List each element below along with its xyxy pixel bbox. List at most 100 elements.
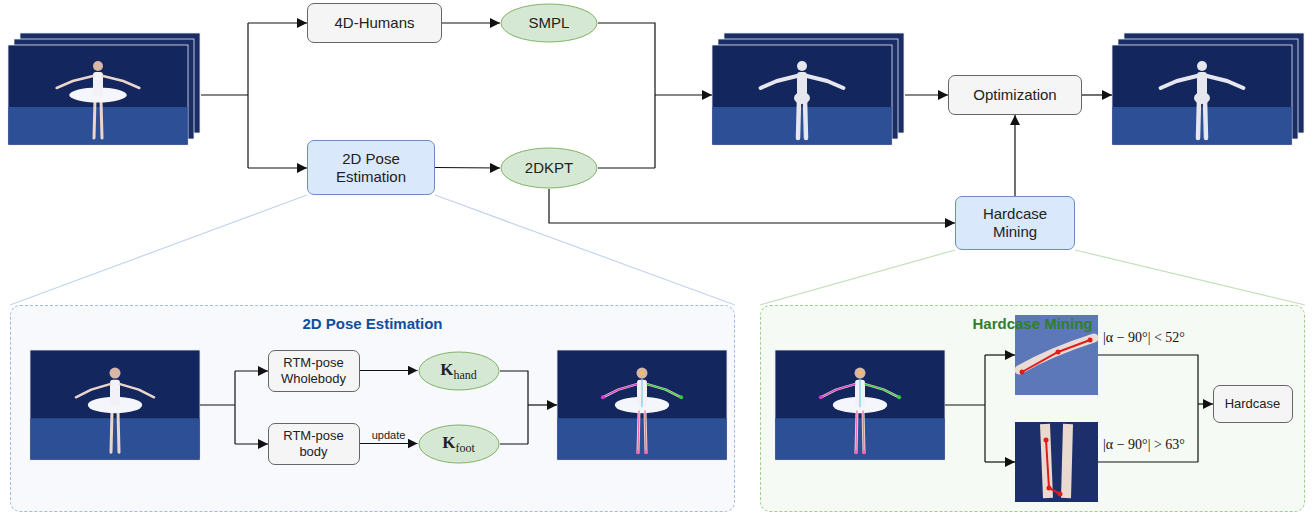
dancer-head bbox=[637, 368, 648, 379]
ellipse-shape bbox=[419, 425, 499, 463]
angle-dot bbox=[1058, 492, 1063, 497]
node-label: 2DKPT bbox=[525, 159, 573, 177]
panel-ground bbox=[10, 305, 735, 512]
frame-stage bbox=[30, 418, 199, 459]
wire bbox=[200, 404, 235, 405]
wire bbox=[248, 167, 307, 168]
node-label: SMPL bbox=[529, 14, 570, 32]
keypoint-limb bbox=[638, 411, 646, 453]
dancer-legs bbox=[94, 100, 102, 138]
video-frame bbox=[30, 350, 200, 460]
frame-sky bbox=[30, 350, 200, 460]
ellipse-shape bbox=[419, 352, 499, 390]
keypoint-dot bbox=[601, 395, 605, 399]
frame-sky bbox=[557, 350, 727, 460]
dancer-arms bbox=[761, 76, 844, 88]
frame-sky bbox=[712, 45, 892, 145]
dancer-head bbox=[93, 61, 103, 71]
dancer-arms bbox=[76, 384, 154, 397]
angle-condition: |α − 90°| > 63° bbox=[1103, 437, 1185, 453]
zoom-line bbox=[435, 195, 735, 305]
module-box: Hardcase Mining bbox=[955, 196, 1075, 250]
node-label: 2D Pose Estimation bbox=[316, 150, 426, 186]
math-symbol: K bbox=[442, 433, 455, 453]
process-box: RTM-pose Wholebody bbox=[268, 350, 360, 392]
angle-condition: |α − 90°| < 52° bbox=[1103, 330, 1185, 346]
wire bbox=[984, 355, 985, 462]
video-frame bbox=[557, 350, 727, 460]
node-label: Optimization bbox=[973, 86, 1056, 104]
dancer-legs bbox=[798, 100, 806, 138]
wire bbox=[235, 443, 268, 444]
ellipse-shape bbox=[501, 4, 597, 42]
connector-arrow bbox=[1014, 115, 1015, 196]
zoom-line bbox=[1075, 250, 1305, 305]
detail-panel: Hardcase MiningHardcase bbox=[760, 305, 1305, 512]
dancer-arms bbox=[57, 76, 140, 88]
keypoint-limb bbox=[603, 384, 637, 397]
wire bbox=[1198, 403, 1213, 404]
math-subscript: foot bbox=[455, 441, 474, 455]
wire bbox=[1098, 355, 1198, 462]
process-box: Optimization bbox=[948, 75, 1082, 115]
foot-crop bbox=[1015, 422, 1098, 502]
keypoint-dot bbox=[636, 450, 640, 454]
dancer-head bbox=[1197, 61, 1207, 71]
angle-line bbox=[1046, 440, 1060, 494]
wire bbox=[234, 371, 235, 444]
frame-sky bbox=[8, 45, 188, 145]
angle-line bbox=[1022, 340, 1090, 372]
module-box: 2D Pose Estimation bbox=[307, 140, 435, 195]
connector-arrow bbox=[442, 22, 500, 23]
process-box: Hardcase bbox=[1213, 385, 1293, 423]
dancer-head bbox=[797, 61, 807, 71]
keypoint-limb bbox=[859, 379, 860, 408]
keypoint-dot bbox=[640, 371, 644, 375]
crop-legs bbox=[1045, 424, 1068, 498]
connector-arrow bbox=[549, 189, 955, 223]
node-label: Hardcase Mining bbox=[964, 205, 1066, 241]
keypoint-dot bbox=[679, 395, 683, 399]
keypoint-dot bbox=[858, 371, 862, 375]
wire bbox=[528, 404, 557, 405]
video-frame bbox=[775, 350, 945, 460]
panel-ground bbox=[760, 305, 1305, 512]
zoom-line bbox=[760, 250, 955, 305]
dancer-legs bbox=[638, 411, 646, 453]
math-symbol: K bbox=[440, 360, 453, 380]
keypoint-dot bbox=[862, 450, 866, 454]
frame-stage bbox=[712, 107, 891, 145]
frame-stage bbox=[8, 107, 187, 145]
dancer-legs bbox=[111, 411, 119, 453]
connector-arrow bbox=[435, 167, 500, 169]
wire bbox=[201, 94, 248, 95]
keypoint-dot bbox=[819, 395, 823, 399]
frame-stage bbox=[557, 418, 726, 459]
video-frame bbox=[8, 45, 188, 145]
wire bbox=[248, 22, 307, 23]
connector-arrow bbox=[360, 443, 418, 444]
wire bbox=[235, 370, 268, 371]
dancer-legs bbox=[856, 411, 864, 453]
wire bbox=[500, 371, 528, 444]
video-frame bbox=[1112, 45, 1292, 145]
keypoint-dot bbox=[897, 395, 901, 399]
keypoint-limb bbox=[821, 384, 855, 397]
node-label: Hardcase bbox=[1225, 396, 1281, 412]
angle-dot bbox=[1047, 486, 1052, 491]
dancer-torso bbox=[93, 72, 103, 96]
frame-stage bbox=[775, 418, 944, 459]
wire bbox=[655, 94, 712, 95]
keypoint-limb bbox=[641, 379, 642, 408]
ellipse-shape bbox=[501, 148, 597, 188]
wire bbox=[598, 23, 655, 168]
detail-panel: 2D Pose EstimationRTM-pose WholebodyRTM-… bbox=[10, 305, 735, 512]
zoom-line bbox=[10, 195, 307, 305]
dancer-head bbox=[855, 368, 866, 379]
data-ellipse: 2DKPT bbox=[500, 147, 598, 189]
video-frame bbox=[712, 45, 892, 145]
keypoint-dot bbox=[644, 450, 648, 454]
edge-label: update bbox=[371, 429, 407, 441]
connector-arrow bbox=[360, 370, 418, 371]
